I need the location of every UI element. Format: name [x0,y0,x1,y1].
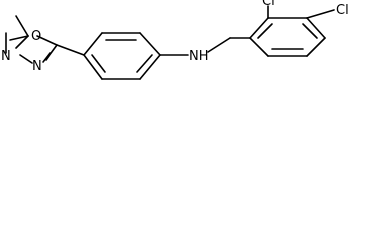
oxadiazole-o-label: O [31,29,41,44]
bond-o-c5b [36,35,58,46]
oxadiazole-n2-label: N [32,59,42,74]
bond-dc1 [249,37,269,57]
dichlorophenyl-ring [249,17,326,57]
bond-dc-inner3 [257,23,273,39]
bond-oxadiazole-phenyl [56,44,85,56]
bond-c5-n4 [15,35,29,49]
bond-c5-c5b-double [42,52,51,63]
bond-dc3 [306,37,326,57]
bond-ph3 [139,32,161,56]
oxadiazole-ring [5,15,58,64]
bond-c5-c2 [9,35,29,41]
bond-c3-cl [306,9,335,19]
bond-n4-c5 [45,44,58,61]
chlorine-label-right: Cl [336,3,349,18]
structure-canvas: O N N NH Cl Cl [1,0,349,80]
oxadiazole-n1-label: N [1,49,11,64]
bond-nh-ch2 [207,37,231,53]
bond-dc4 [306,17,326,39]
bond-dc-inner2 [302,23,318,39]
bond-ph-inner2 [136,54,153,73]
amine-label: NH [189,49,209,64]
bond-ph4 [139,54,161,80]
phenylene-ring [83,32,161,80]
bond-n3-n4 [19,54,33,64]
bond-dc6 [249,17,269,39]
bond-ph6 [83,54,103,80]
bond-o-c5 [15,15,29,37]
bond-ph1 [83,32,103,56]
chlorine-label-left: Cl [262,0,275,9]
bond-ph-inner3 [91,54,106,73]
chemical-structure: O N N NH Cl Cl [1,0,349,80]
